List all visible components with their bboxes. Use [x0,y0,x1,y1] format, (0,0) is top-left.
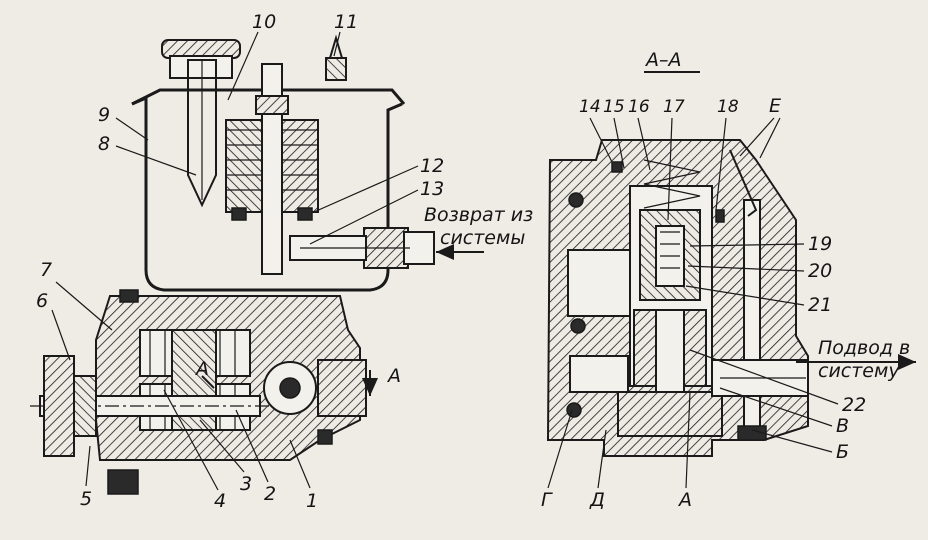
left-assembly-view [30,34,435,495]
part-label-21: 21 [808,294,832,316]
part-label-18: 18 [717,97,739,117]
right-part-labels: 14 15 16 17 18 19 20 21 22 E B Б А Д Г [541,95,866,511]
left-part-labels: 1 2 3 4 5 6 7 8 9 10 11 12 13 A A [36,11,444,512]
part-label-14: 14 [579,97,601,117]
supply-caption-line2: систему [818,360,900,382]
supply-caption-line1: Подвод в [818,337,910,359]
part-label-3: 3 [240,473,252,495]
return-caption: Возврат из системы [424,204,533,260]
left-leader-lines [51,31,419,491]
bottom-plug [617,391,723,437]
part-label-22: 22 [842,394,866,416]
part-label-5: 5 [80,488,92,510]
part-label-8: 8 [98,133,110,155]
letter-d: Д [589,489,605,511]
filter-element [225,119,263,213]
reservoir-tank [131,95,403,292]
return-caption-line1: Возврат из [424,204,533,226]
part-label-11: 11 [334,11,358,33]
relief-spring [643,159,701,209]
return-caption-line2: системы [440,227,525,249]
letter-g: Г [541,489,553,511]
letter-a: А [677,489,692,511]
part-label-9: 9 [98,104,110,126]
part-label-7: 7 [40,259,52,281]
dipstick [187,59,217,208]
letter-e: E [769,95,781,117]
part-label-10: 10 [252,11,276,33]
part-label-6: 6 [36,290,48,312]
part-label-19: 19 [808,233,832,255]
letter-b: Б [836,441,849,463]
part-label-12: 12 [420,155,444,177]
section-mark-a-left: A [194,358,209,380]
right-leader-lines [547,117,839,489]
part-label-13: 13 [420,178,444,200]
drive-flange [43,355,75,457]
part-label-15: 15 [603,97,625,117]
section-title: A–A [644,49,682,71]
part-label-20: 20 [808,260,832,282]
letter-v: B [836,415,849,437]
part-label-2: 2 [264,483,276,505]
part-label-17: 17 [663,97,685,117]
supply-caption: Подвод в систему [796,337,916,382]
part-label-1: 1 [306,490,318,512]
part-label-16: 16 [628,97,650,117]
part-label-4: 4 [214,490,226,512]
section-mark-a-right: A [386,365,401,387]
breather-valve [325,57,347,81]
